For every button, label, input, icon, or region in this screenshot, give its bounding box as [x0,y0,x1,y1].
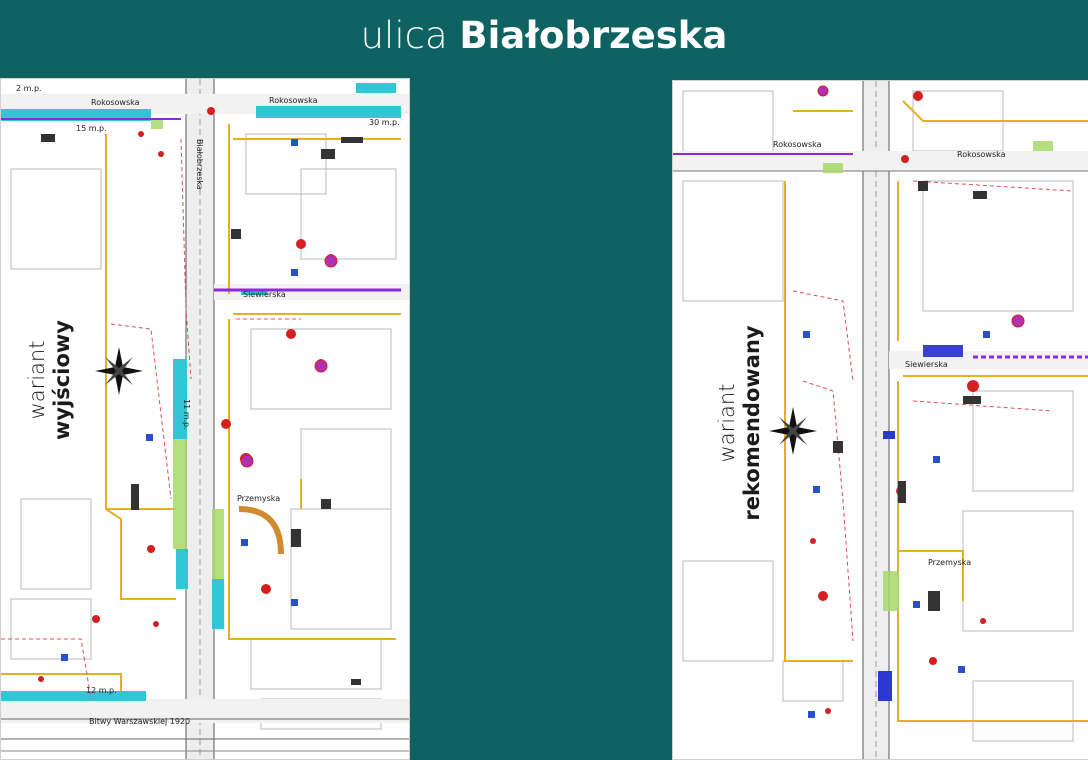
map-panel-initial-variant: Rokosowska Rokosowska Siewierska Przemys… [0,78,410,760]
compass-rose-icon [95,347,143,395]
street-label-przemyska: Przemyska [928,558,971,567]
map-panel-recommended-variant: Rokosowska Rokosowska Siewierska Przemys… [672,80,1088,760]
street-label-przemyska: Przemyska [237,494,280,503]
variant-label-recommended: wariant rekomendowany [715,323,765,523]
street-plan-recommended: Rokosowska Rokosowska Siewierska Przemys… [673,81,1088,759]
parking-label-top: 2 m.p. [16,84,42,93]
parking-label-11: 11 m.p. [182,399,191,430]
street-label-rokosowska-east: Rokosowska [957,150,1006,159]
compass-rose-icon [769,407,817,455]
title-prefix: ulica [360,14,448,57]
variant-label-line1: wariant [25,340,49,420]
variant-label-line2: wyjściowy [50,320,74,440]
street-label-bialobrzeska: Białobrzeska [195,139,204,190]
variant-label-initial: wariant wyjściowy [25,300,75,460]
street-label-rokosowska: Rokosowska [91,98,140,107]
variant-label-line1: wariant [715,383,739,463]
street-label-rokosowska: Rokosowska [773,140,822,149]
slide-title: ulica Białobrzeska [0,8,1088,64]
street-label-siewierska: Siewierska [243,290,286,299]
street-plan-initial: Rokosowska Rokosowska Siewierska Przemys… [1,79,409,759]
parking-label-30: 30 m.p. [369,118,400,127]
street-label-bitwy-warszawskiej: Bitwy Warszawskiej 1920 [89,717,190,726]
parking-label-15: 15 m.p. [76,124,107,133]
parking-label-12: 12 m.p. [86,686,117,695]
variant-label-line2: rekomendowany [740,325,764,521]
street-label-rokosowska-east: Rokosowska [269,96,318,105]
street-label-siewierska: Siewierska [905,360,948,369]
title-street-name: Białobrzeska [459,14,728,57]
